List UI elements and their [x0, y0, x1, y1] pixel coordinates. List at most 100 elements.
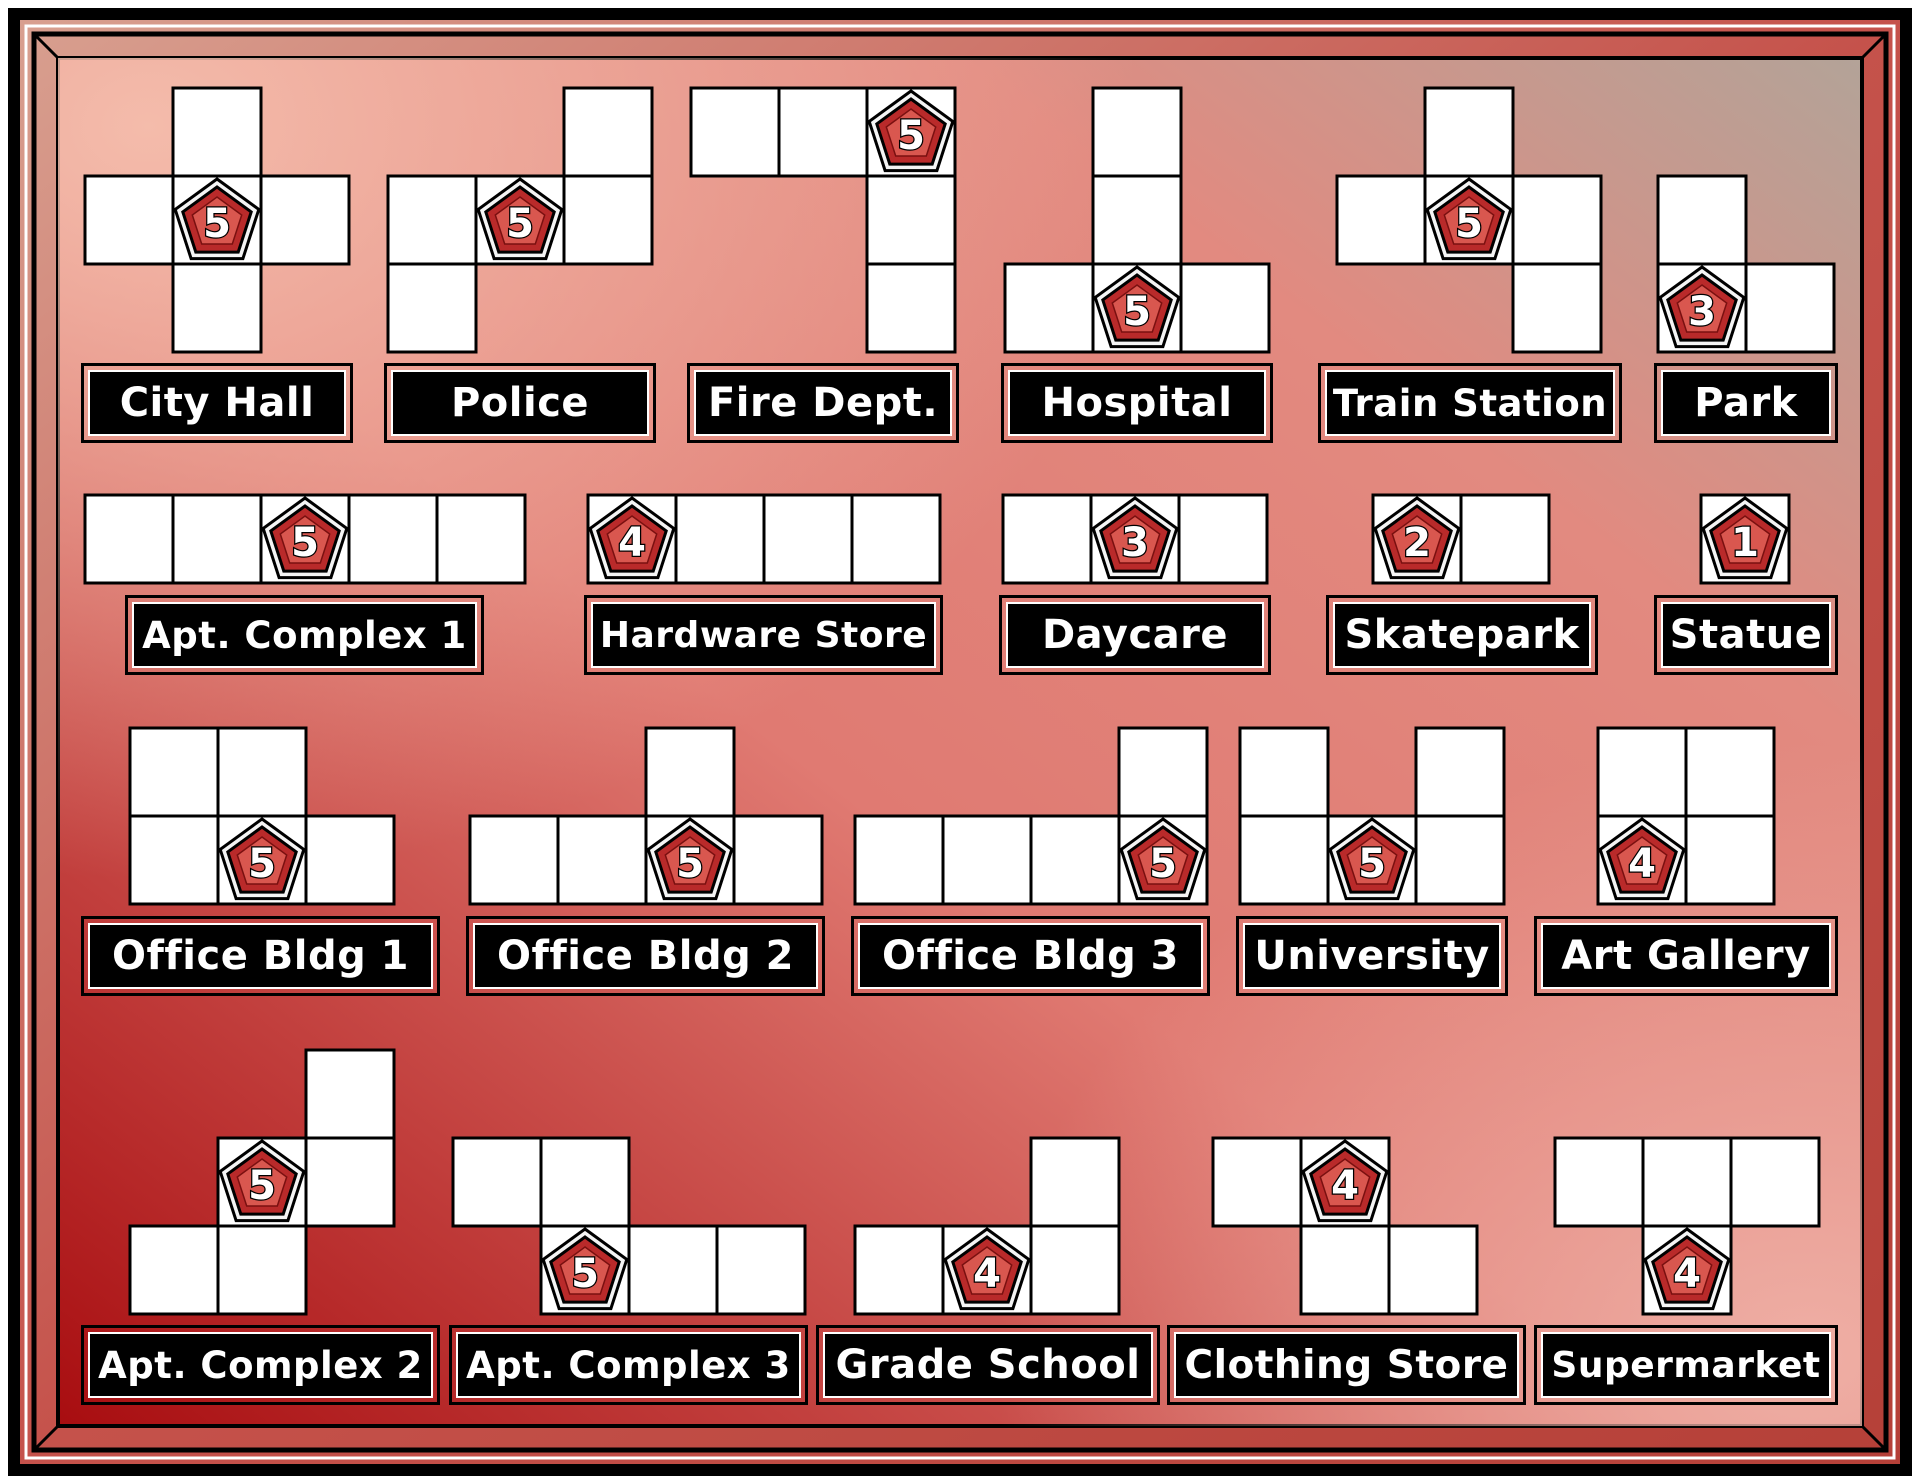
piece-cell: [304, 1136, 396, 1228]
building-piece-university[interactable]: 5: [1238, 726, 1506, 906]
piece-cell: [732, 814, 824, 906]
piece-value: 5: [248, 1163, 276, 1209]
building-name: Daycare: [1041, 612, 1229, 658]
piece-cell: [83, 174, 175, 266]
building-piece-clothing-store[interactable]: 4: [1211, 1136, 1479, 1316]
building-name: University: [1254, 933, 1490, 979]
piece-cell: [1211, 1136, 1303, 1228]
building-piece-fire-dept[interactable]: 5: [689, 86, 957, 354]
piece-value: 5: [506, 201, 534, 247]
piece-value: 4: [1673, 1251, 1701, 1297]
building-piece-skatepark[interactable]: 2: [1371, 493, 1551, 585]
piece-cell: [1744, 262, 1836, 354]
piece-cell: [347, 493, 439, 585]
value-badge-icon: 5: [541, 1227, 629, 1311]
building-piece-apt-complex-3[interactable]: 5: [451, 1136, 807, 1316]
value-badge-icon: 1: [1701, 496, 1789, 580]
building-piece-hardware-store[interactable]: 4: [586, 493, 942, 585]
piece-cell: [1511, 174, 1603, 266]
building-name: Grade School: [835, 1342, 1141, 1388]
value-badge-icon: 5: [476, 177, 564, 261]
building-piece-train-station[interactable]: 5: [1335, 86, 1603, 354]
building-label-apt-complex-1: Apt. Complex 1: [125, 595, 484, 675]
building-piece-office-bldg-3[interactable]: 5: [853, 726, 1209, 906]
building-piece-park[interactable]: 3: [1656, 174, 1836, 354]
piece-value: 4: [1628, 841, 1656, 887]
piece-value: 4: [973, 1251, 1001, 1297]
piece-cell: [853, 814, 945, 906]
building-label-grade-school: Grade School: [816, 1325, 1160, 1405]
piece-cell: [1029, 1224, 1121, 1316]
piece-value: 5: [291, 520, 319, 566]
value-badge-icon: 5: [1328, 817, 1416, 901]
piece-cell: [128, 814, 220, 906]
value-badge-icon: 4: [588, 496, 676, 580]
piece-cell: [468, 814, 560, 906]
value-badge-icon: 2: [1373, 496, 1461, 580]
piece-cell: [941, 814, 1033, 906]
building-piece-grade-school[interactable]: 4: [853, 1136, 1121, 1316]
building-piece-apt-complex-1[interactable]: 5: [83, 493, 527, 585]
building-name: Park: [1694, 380, 1798, 426]
piece-value: 2: [1403, 520, 1431, 566]
building-name: Clothing Store: [1184, 1342, 1509, 1388]
piece-value: 4: [618, 520, 646, 566]
piece-value: 5: [897, 113, 925, 159]
piece-cell: [1335, 174, 1427, 266]
piece-cell: [556, 814, 648, 906]
building-name: Apt. Complex 3: [466, 1343, 791, 1387]
building-label-skatepark: Skatepark: [1326, 595, 1598, 675]
value-badge-icon: 4: [1598, 817, 1686, 901]
building-piece-supermarket[interactable]: 4: [1553, 1136, 1821, 1316]
building-label-supermarket: Supermarket: [1534, 1325, 1838, 1405]
value-badge-icon: 3: [1658, 265, 1746, 349]
building-piece-hospital[interactable]: 5: [1003, 86, 1271, 354]
piece-value: 5: [1358, 841, 1386, 887]
piece-value: 5: [203, 201, 231, 247]
piece-cell: [1414, 814, 1506, 906]
piece-cell: [865, 262, 957, 354]
building-label-park: Park: [1654, 363, 1838, 443]
piece-value: 5: [571, 1251, 599, 1297]
building-label-office-bldg-1: Office Bldg 1: [81, 916, 440, 996]
building-name: Train Station: [1332, 381, 1608, 425]
building-piece-daycare[interactable]: 3: [1001, 493, 1269, 585]
building-name: Supermarket: [1551, 1344, 1821, 1386]
piece-cell: [1553, 1136, 1645, 1228]
building-label-art-gallery: Art Gallery: [1534, 916, 1838, 996]
value-badge-icon: 4: [943, 1227, 1031, 1311]
building-piece-office-bldg-1[interactable]: 5: [128, 726, 396, 906]
piece-cell: [1459, 493, 1551, 585]
piece-cell: [171, 262, 263, 354]
piece-cell: [1684, 814, 1776, 906]
building-label-train-station: Train Station: [1318, 363, 1622, 443]
value-badge-icon: 5: [218, 817, 306, 901]
building-label-clothing-store: Clothing Store: [1167, 1325, 1526, 1405]
value-badge-icon: 5: [646, 817, 734, 901]
piece-cell: [562, 86, 654, 178]
building-label-police: Police: [384, 363, 656, 443]
piece-cell: [1684, 726, 1776, 818]
piece-value: 5: [1149, 841, 1177, 887]
piece-cell: [644, 726, 736, 818]
piece-cell: [850, 493, 942, 585]
building-name: Office Bldg 1: [111, 933, 409, 979]
piece-cell: [1029, 814, 1121, 906]
piece-cell: [259, 174, 351, 266]
piece-cell: [1729, 1136, 1821, 1228]
building-piece-art-gallery[interactable]: 4: [1596, 726, 1776, 906]
piece-cell: [1091, 174, 1183, 266]
building-piece-statue[interactable]: 1: [1699, 493, 1791, 585]
building-label-hospital: Hospital: [1001, 363, 1273, 443]
building-piece-office-bldg-2[interactable]: 5: [468, 726, 824, 906]
value-badge-icon: 5: [1119, 817, 1207, 901]
piece-cell: [1299, 1224, 1391, 1316]
building-label-fire-dept: Fire Dept.: [687, 363, 959, 443]
piece-value: 1: [1731, 520, 1759, 566]
building-piece-police[interactable]: 5: [386, 86, 654, 354]
building-name: Office Bldg 3: [881, 933, 1179, 979]
building-piece-city-hall[interactable]: 5: [83, 86, 351, 354]
piece-cell: [304, 814, 396, 906]
building-piece-apt-complex-2[interactable]: 5: [128, 1048, 396, 1316]
